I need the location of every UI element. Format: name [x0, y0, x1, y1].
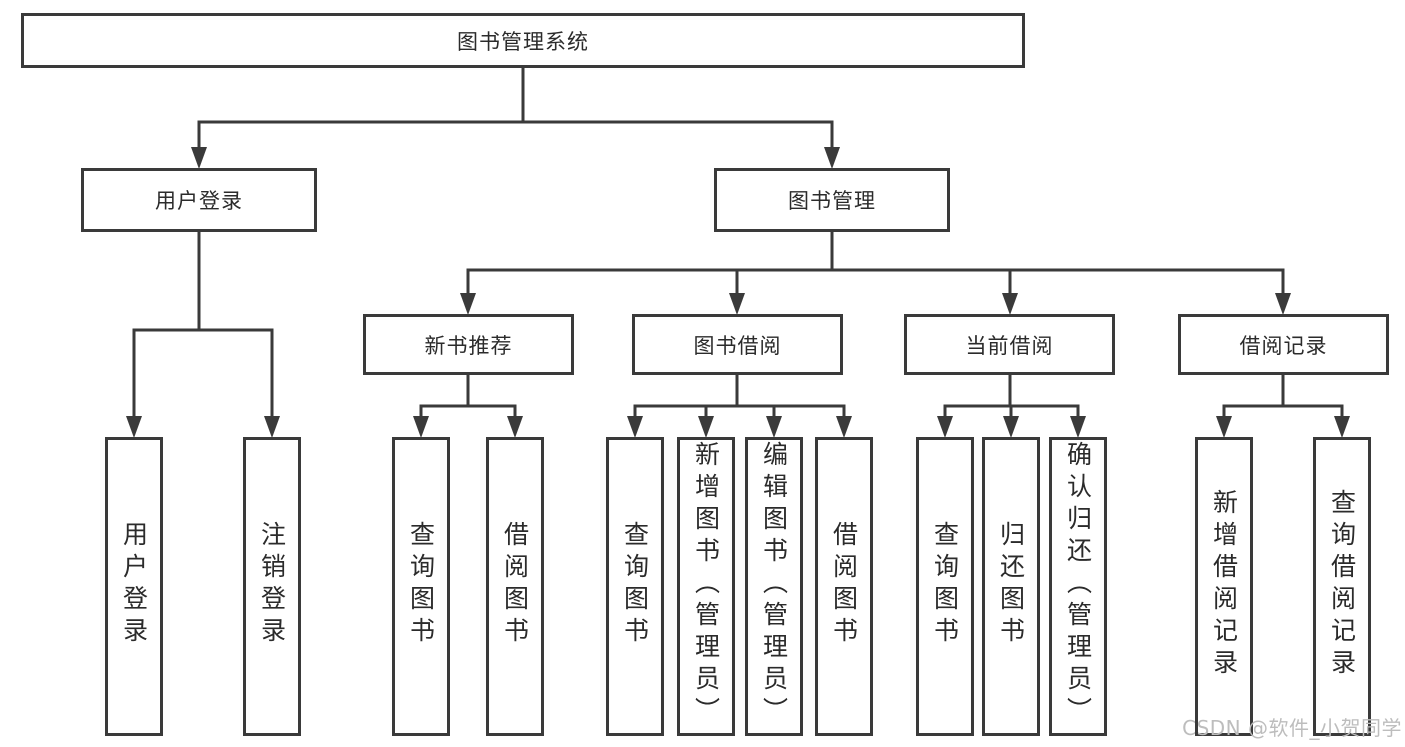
- leaf-borrow-books-recommend: 借阅图书: [486, 437, 544, 736]
- leaf-edit-books-admin: 编辑图书（管理员）: [745, 437, 803, 736]
- connector-root-to-level2: [191, 68, 840, 169]
- leaf-query-books-borrowing: 查询图书: [606, 437, 664, 736]
- node-label: 用户登录: [155, 189, 243, 213]
- leaf-query-books-current: 查询图书: [916, 437, 974, 736]
- leaf-label: 借阅图书: [829, 520, 859, 649]
- connector-bookmgmt-to-level3: [460, 232, 1291, 315]
- node-root-system: 图书管理系统: [21, 13, 1025, 68]
- leaf-query-borrow-record: 查询借阅记录: [1313, 437, 1371, 736]
- leaf-label: 新增图书（管理员）: [691, 440, 721, 729]
- leaf-label: 借阅图书: [500, 520, 530, 649]
- node-label: 图书管理: [788, 189, 876, 213]
- leaf-confirm-return-admin: 确认归还（管理员）: [1049, 437, 1107, 736]
- node-label: 当前借阅: [965, 333, 1054, 358]
- leaf-label: 编辑图书（管理员）: [759, 440, 789, 729]
- leaf-user-login: 用户登录: [105, 437, 163, 736]
- connector-userlogin-to-leaves: [126, 232, 280, 438]
- leaf-label: 确认归还（管理员）: [1063, 440, 1093, 729]
- connector-newbooks-to-leaves: [413, 375, 523, 438]
- leaf-return-books: 归还图书: [982, 437, 1040, 736]
- leaf-label: 查询图书: [406, 520, 436, 649]
- leaf-label: 查询借阅记录: [1327, 488, 1357, 681]
- leaf-label: 归还图书: [996, 520, 1026, 649]
- leaf-label: 查询图书: [620, 520, 650, 649]
- node-label: 图书借阅: [693, 333, 782, 358]
- node-label: 新书推荐: [424, 333, 513, 358]
- leaf-label: 用户登录: [119, 520, 149, 649]
- leaf-label: 新增借阅记录: [1209, 488, 1239, 681]
- node-current-borrowing: 当前借阅: [904, 314, 1115, 375]
- csdn-watermark: CSDN @软件_小贺同学: [1182, 716, 1402, 740]
- connector-records-to-leaves: [1216, 375, 1350, 438]
- leaf-borrow-books: 借阅图书: [815, 437, 873, 736]
- node-new-book-recommend: 新书推荐: [363, 314, 574, 375]
- node-book-management: 图书管理: [714, 168, 950, 232]
- node-root-label: 图书管理系统: [457, 29, 589, 54]
- leaf-add-books-admin: 新增图书（管理员）: [677, 437, 735, 736]
- connector-borrowing-to-leaves: [627, 375, 852, 438]
- connector-current-to-leaves: [937, 375, 1086, 438]
- leaf-add-borrow-record: 新增借阅记录: [1195, 437, 1253, 736]
- node-borrow-records: 借阅记录: [1178, 314, 1389, 375]
- node-label: 借阅记录: [1239, 333, 1328, 358]
- leaf-logout: 注销登录: [243, 437, 301, 736]
- leaf-label: 注销登录: [257, 520, 287, 649]
- node-user-login: 用户登录: [81, 168, 317, 232]
- leaf-query-books-recommend: 查询图书: [392, 437, 450, 736]
- leaf-label: 查询图书: [930, 520, 960, 649]
- node-book-borrowing: 图书借阅: [632, 314, 843, 375]
